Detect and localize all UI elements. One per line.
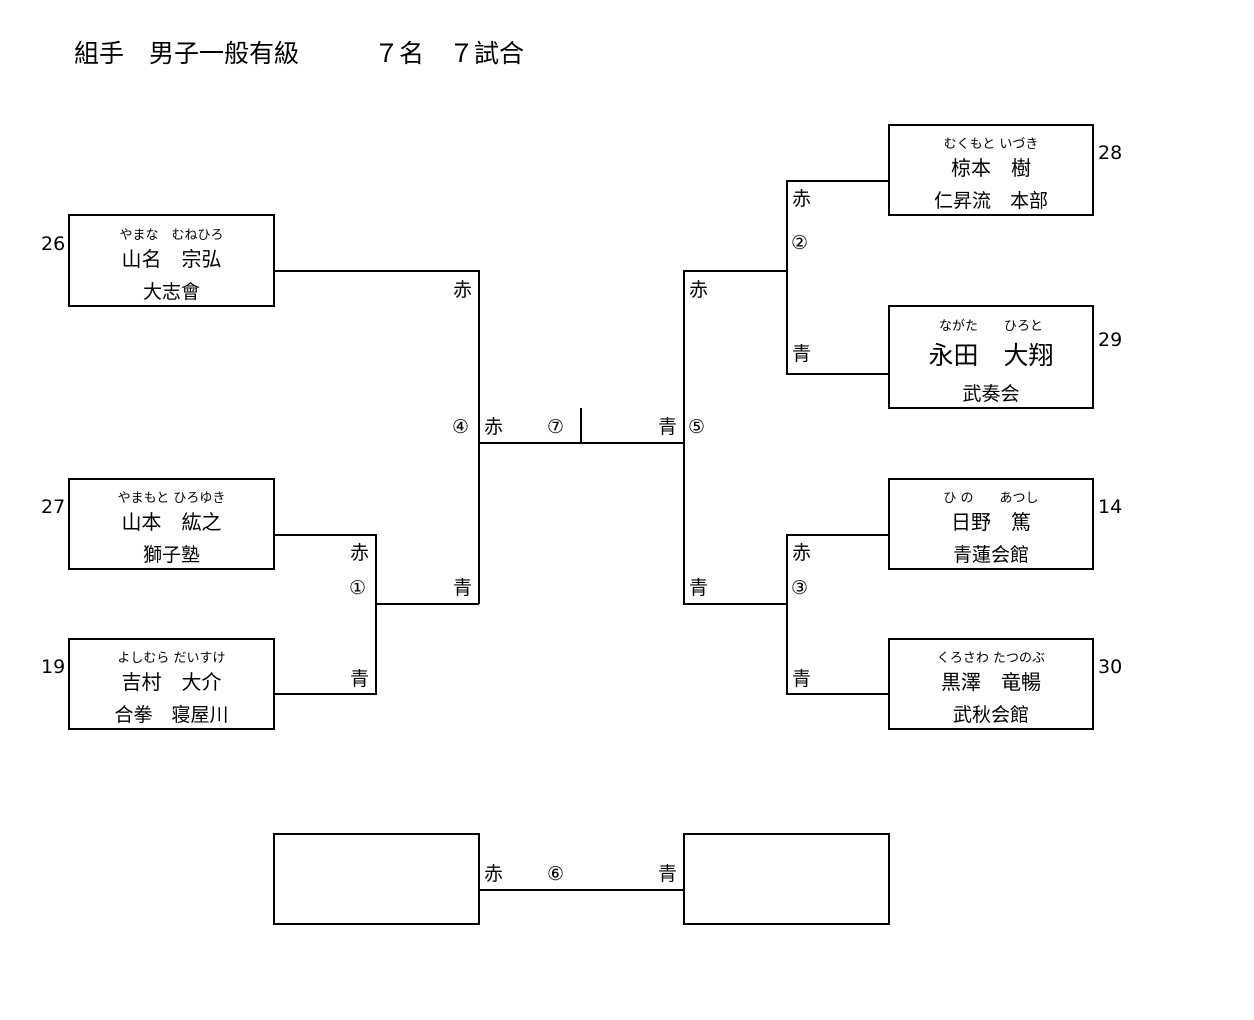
competitor-club: 武奏会 — [962, 383, 1020, 405]
competitor-kana: むくもと いづき — [943, 137, 1039, 152]
blue-label: 青 — [350, 668, 370, 690]
competitor-box: よしむら だいすけ 吉村 大介 合拳 寝屋川 — [68, 638, 275, 730]
bracket-line-match-3 — [786, 534, 889, 695]
blue-label: 青 — [792, 668, 812, 690]
competitor-kana: よしむら だいすけ — [117, 651, 226, 666]
blue-label: 青 — [689, 577, 709, 599]
competitor-club: 大志會 — [142, 281, 200, 303]
empty-competitor-box — [683, 833, 890, 925]
competitor-name: 椋本 樹 — [951, 156, 1031, 180]
blue-label: 青 — [658, 863, 678, 885]
bracket-line-match-4 — [274, 270, 480, 604]
red-label: 赤 — [484, 416, 504, 438]
red-label: 赤 — [484, 863, 504, 885]
blue-label: 青 — [792, 343, 812, 365]
competitor-club: 武秋会館 — [952, 704, 1029, 726]
competitor-club: 青蓮会館 — [952, 544, 1029, 566]
competitor-kana: ながた ひろと — [938, 319, 1043, 334]
competitor-club: 獅子塾 — [142, 544, 200, 566]
competitor-box: むくもと いづき 椋本 樹 仁昇流 本部 — [888, 124, 1094, 216]
match-number-3: ③ — [791, 577, 809, 599]
competitor-kana: やまもと ひろゆき — [117, 491, 226, 506]
seed-number: 19 — [41, 656, 66, 678]
competitor-name: 吉村 大介 — [121, 670, 222, 694]
bracket-line-match-2 — [786, 180, 889, 375]
competitor-name: 黒澤 竜暢 — [941, 670, 1041, 694]
page-title: 組手 男子一般有級 ７名 ７試合 — [74, 39, 525, 68]
seed-number: 29 — [1098, 329, 1123, 351]
bracket-line-match-1 — [274, 534, 377, 695]
red-label: 赤 — [453, 279, 473, 301]
bracket-line-match-5 — [683, 270, 787, 605]
match-number-5: ⑤ — [688, 416, 706, 438]
seed-number: 28 — [1098, 142, 1123, 164]
competitor-box: やまな むねひろ 山名 宗弘 大志會 — [68, 214, 275, 307]
competitor-name: 永田 大翔 — [928, 341, 1054, 370]
blue-label: 青 — [453, 577, 473, 599]
red-label: 赤 — [689, 279, 709, 301]
red-label: 赤 — [792, 188, 812, 210]
seed-number: 14 — [1098, 496, 1123, 518]
competitor-kana: くろさわ たつのぶ — [936, 651, 1046, 666]
seed-number: 26 — [41, 233, 66, 255]
competitor-box: ひ の あつし 日野 篤 青蓮会館 — [888, 478, 1094, 570]
red-label: 赤 — [350, 542, 370, 564]
seed-number: 30 — [1098, 656, 1123, 678]
match-number-1: ① — [349, 577, 367, 599]
competitor-club: 合拳 寝屋川 — [114, 704, 229, 726]
match-number-7: ⑦ — [547, 416, 565, 438]
competitor-box: やまもと ひろゆき 山本 紘之 獅子塾 — [68, 478, 275, 570]
competitor-club: 仁昇流 本部 — [933, 190, 1048, 212]
competitor-box: ながた ひろと 永田 大翔 武奏会 — [888, 305, 1094, 409]
competitor-box: くろさわ たつのぶ 黒澤 竜暢 武秋会館 — [888, 638, 1094, 730]
match-number-2: ② — [791, 232, 809, 254]
seed-number: 27 — [41, 496, 66, 518]
red-label: 赤 — [792, 542, 812, 564]
competitor-name: 山本 紘之 — [121, 510, 222, 534]
competitor-kana: やまな むねひろ — [119, 228, 224, 243]
blue-label: 青 — [658, 416, 678, 438]
empty-competitor-box — [273, 833, 480, 925]
competitor-kana: ひ の あつし — [943, 491, 1039, 506]
match-number-6: ⑥ — [547, 863, 565, 885]
competitor-name: 山名 宗弘 — [121, 247, 222, 271]
competitor-name: 日野 篤 — [951, 510, 1031, 534]
match-number-4: ④ — [452, 416, 470, 438]
